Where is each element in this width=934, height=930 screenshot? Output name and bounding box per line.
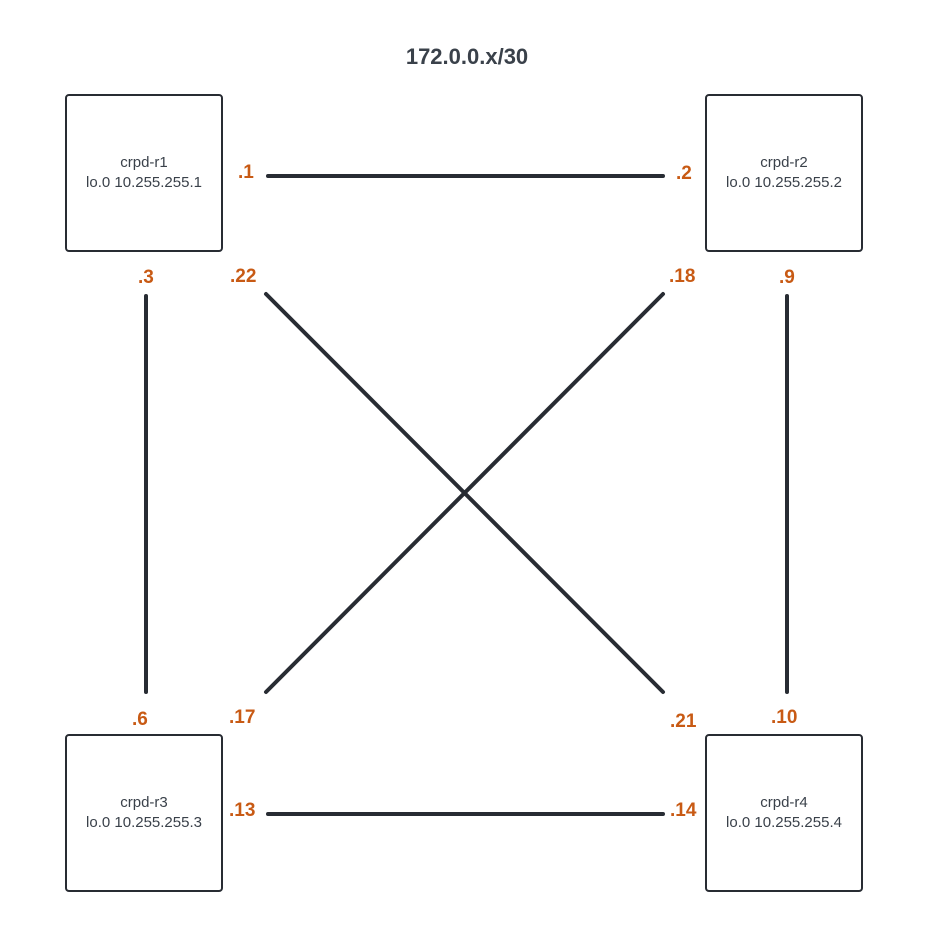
interface-label-r4-r1-b: .22	[230, 266, 257, 287]
interface-label-r2-r4-b: .10	[771, 707, 798, 728]
interface-label-r3-r2-b: .18	[669, 266, 696, 287]
router-name: crpd-r4	[760, 794, 808, 811]
router-loopback: lo.0 10.255.255.4	[726, 814, 842, 831]
router-name: crpd-r3	[120, 794, 168, 811]
diagram-title: 172.0.0.x/30	[405, 44, 529, 69]
interface-label-r1-r3-b: .6	[132, 709, 148, 730]
interface-label-r2-r4-a: .9	[779, 267, 795, 288]
router-loopback: lo.0 10.255.255.3	[86, 814, 202, 831]
interface-label-r4-r1-a: .21	[670, 711, 697, 732]
interface-label-r3-r4-b: .14	[670, 800, 697, 821]
interface-label-r3-r2-a: .17	[229, 707, 256, 728]
router-loopback: lo.0 10.255.255.1	[86, 174, 202, 191]
router-name: crpd-r2	[760, 154, 808, 171]
interface-label-r3-r4-a: .13	[229, 800, 256, 821]
link-r3-r2	[264, 292, 665, 694]
router-loopback: lo.0 10.255.255.2	[726, 174, 842, 191]
router-node-r3[interactable]: crpd-r3 lo.0 10.255.255.3	[65, 734, 223, 892]
router-node-r2[interactable]: crpd-r2 lo.0 10.255.255.2	[705, 94, 863, 252]
interface-label-r1-r2-a: .1	[238, 162, 254, 183]
interface-label-r1-r3-a: .3	[138, 267, 154, 288]
interface-label-r1-r2-b: .2	[676, 163, 692, 184]
router-node-r1[interactable]: crpd-r1 lo.0 10.255.255.1	[65, 94, 223, 252]
router-name: crpd-r1	[120, 154, 168, 171]
router-node-r4[interactable]: crpd-r4 lo.0 10.255.255.4	[705, 734, 863, 892]
